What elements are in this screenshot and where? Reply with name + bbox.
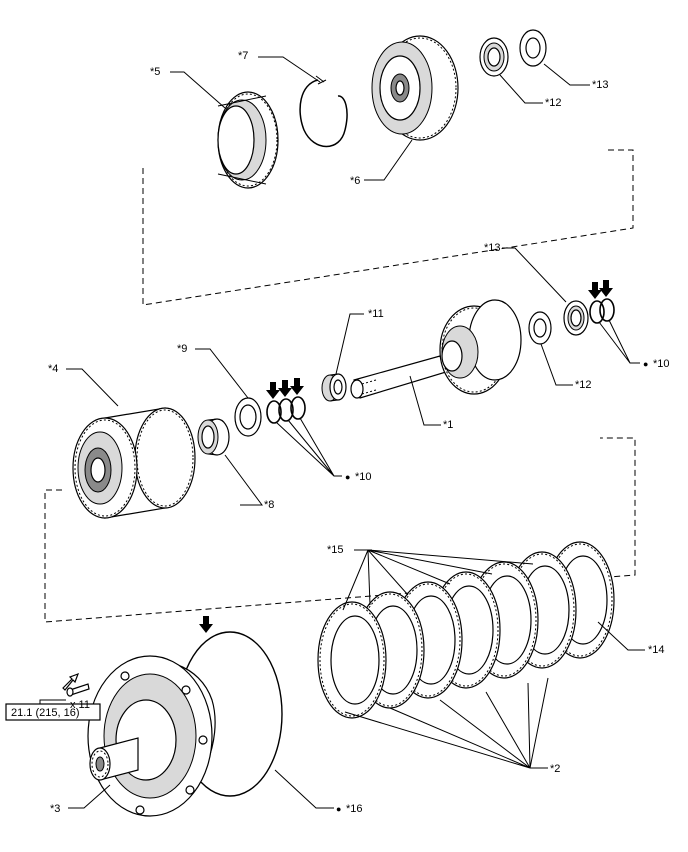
bullet-10-right: ●	[643, 359, 648, 369]
callout-12-top: *12	[545, 97, 562, 109]
callout-13-middle: *13	[484, 242, 501, 254]
filled-down-arrow-icon	[278, 380, 292, 397]
snap-ring-part	[299, 75, 348, 148]
callout-15: *15	[327, 544, 344, 556]
filled-down-arrow-icons	[199, 280, 613, 633]
bolt-part	[66, 683, 90, 697]
input-shaft-part	[350, 299, 522, 399]
needle-bearing-part	[197, 418, 230, 456]
callout-5: *5	[150, 66, 160, 78]
clutch-drum-part	[371, 35, 459, 141]
hollow-arrow-icon	[62, 672, 80, 691]
callout-11: *11	[368, 308, 384, 320]
callout-7: *7	[238, 50, 248, 62]
seal-rings-left	[266, 396, 306, 424]
callout-10-right: *10	[653, 358, 670, 370]
needle-bearing-part-small	[321, 373, 347, 402]
upper-dashed-frame	[142, 149, 634, 306]
thrust-washer-part	[234, 397, 262, 437]
filled-down-arrow-icon	[290, 378, 304, 395]
filled-down-arrow-icon	[266, 382, 280, 399]
filled-down-arrow-icon	[199, 616, 213, 633]
leader-lines	[39, 56, 645, 809]
callout-3: *3	[50, 803, 60, 815]
callout-10-left: *10	[355, 471, 372, 483]
oil-pump-part	[87, 655, 216, 817]
thrust-bearing-part-middle	[528, 311, 552, 345]
callout-2: *2	[550, 763, 560, 775]
bearing-race-part-middle	[563, 300, 589, 336]
filled-down-arrow-icon	[599, 280, 613, 297]
callout-4: *4	[48, 363, 58, 375]
bearing-race-part-top	[519, 29, 547, 67]
clutch-plate-stack	[317, 541, 615, 719]
callout-8: *8	[264, 499, 274, 511]
lower-dashed-frame	[44, 437, 636, 623]
bullet-16: ●	[336, 804, 341, 814]
callout-1: *1	[443, 419, 453, 431]
plate-teeth	[319, 603, 385, 717]
clutch-assembly-part	[72, 407, 196, 519]
bullet-10-left: ●	[345, 472, 350, 482]
torque-spec: 21.1 (215, 16)	[11, 707, 80, 719]
plate-bore	[330, 615, 380, 705]
callout-6: *6	[350, 175, 360, 187]
bolt-quantity: x 11	[70, 699, 90, 711]
torque-box	[5, 703, 101, 721]
callout-13-top: *13	[592, 79, 609, 91]
thrust-bearing-part-top	[479, 37, 509, 77]
callout-16: *16	[346, 803, 363, 815]
callout-9: *9	[177, 343, 187, 355]
filled-down-arrow-icon	[588, 282, 602, 299]
callout-14: *14	[648, 644, 665, 656]
seal-rings-right	[589, 298, 615, 324]
callout-12-middle: *12	[575, 379, 592, 391]
ring-gear-part	[217, 91, 279, 189]
